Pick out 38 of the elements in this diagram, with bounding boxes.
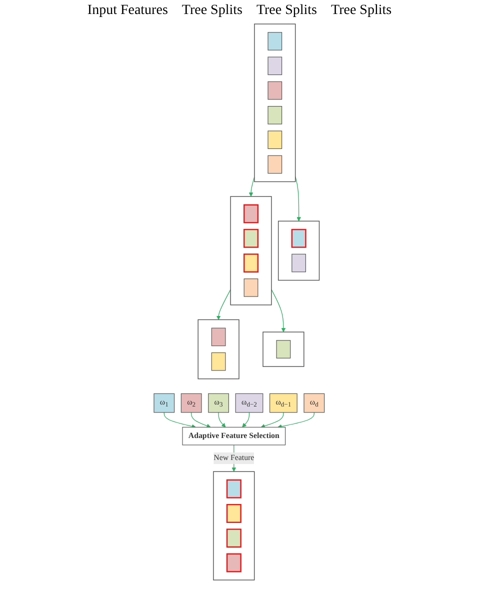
arrow: [271, 289, 286, 332]
cluster: [278, 220, 320, 281]
node-box: [226, 553, 242, 572]
node-box: [268, 130, 282, 149]
node-box: [226, 528, 242, 548]
node-box: [292, 254, 306, 272]
annotation-text: Tree Splits: [182, 3, 242, 19]
arrow: [242, 412, 250, 428]
arrow: [216, 289, 232, 320]
arrow: [278, 412, 315, 429]
arrow: [249, 176, 256, 197]
node-box: [268, 32, 282, 50]
cluster: [198, 319, 240, 380]
node-box: [292, 228, 307, 248]
node-box: [244, 254, 259, 272]
arrow: [164, 412, 196, 428]
node-box: [244, 278, 259, 297]
arrow: [191, 412, 212, 428]
node-box: [268, 81, 282, 100]
node-box: [226, 479, 242, 498]
cluster: [254, 24, 296, 182]
arrow: [261, 412, 284, 428]
node-box: [276, 340, 291, 358]
node-box: [268, 56, 282, 76]
annotation-text: Tree Splits: [256, 3, 318, 19]
annotation-text: Tree Splits: [331, 3, 392, 19]
node-box: [212, 328, 226, 346]
cluster: [230, 196, 272, 306]
node-box: [226, 504, 242, 523]
cluster: [262, 332, 305, 367]
node-box: [244, 228, 259, 248]
node-box: [244, 204, 259, 224]
annotation-text: Input Features: [87, 3, 168, 19]
node-box: [268, 106, 282, 124]
node-box: [268, 155, 282, 174]
cluster: [213, 471, 256, 580]
node-box: [212, 352, 226, 371]
arrow: [218, 412, 226, 428]
